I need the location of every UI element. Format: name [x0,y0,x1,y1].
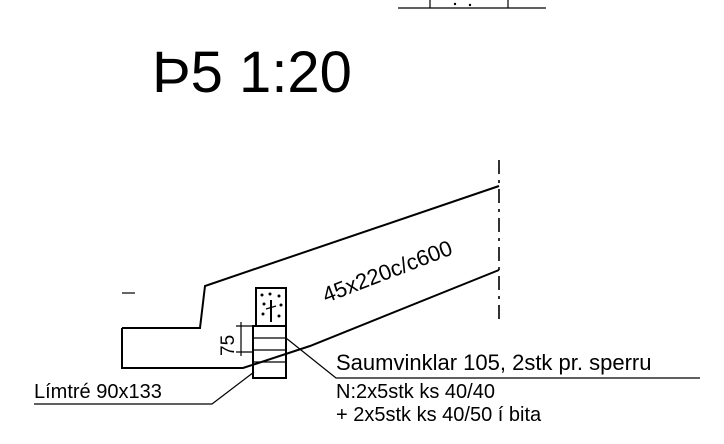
height-dimension [236,322,254,356]
rafter-top-edge [121,269,500,369]
rafter-label: 45x220c/c600 [319,235,456,307]
nail-spec-extra: + 2x5stk ks 40/50 í bita [336,404,542,426]
glulam-beam [252,325,287,379]
dimension-label: 75 [218,335,239,356]
nail-spec: N:2x5stk ks 40/40 [336,381,495,403]
bracket-holes [260,292,283,318]
connector-leader [285,337,700,379]
glulam-label: Límtré 90x133 [34,381,162,403]
connector-spec: Saumvinklar 105, 2stk pr. sperru [336,350,651,375]
glulam-leader [34,371,255,405]
detail-title: Þ5 1:20 [152,40,352,105]
top-fragment [398,0,546,9]
angle-bracket [255,287,287,327]
rafter-profile [122,185,500,329]
